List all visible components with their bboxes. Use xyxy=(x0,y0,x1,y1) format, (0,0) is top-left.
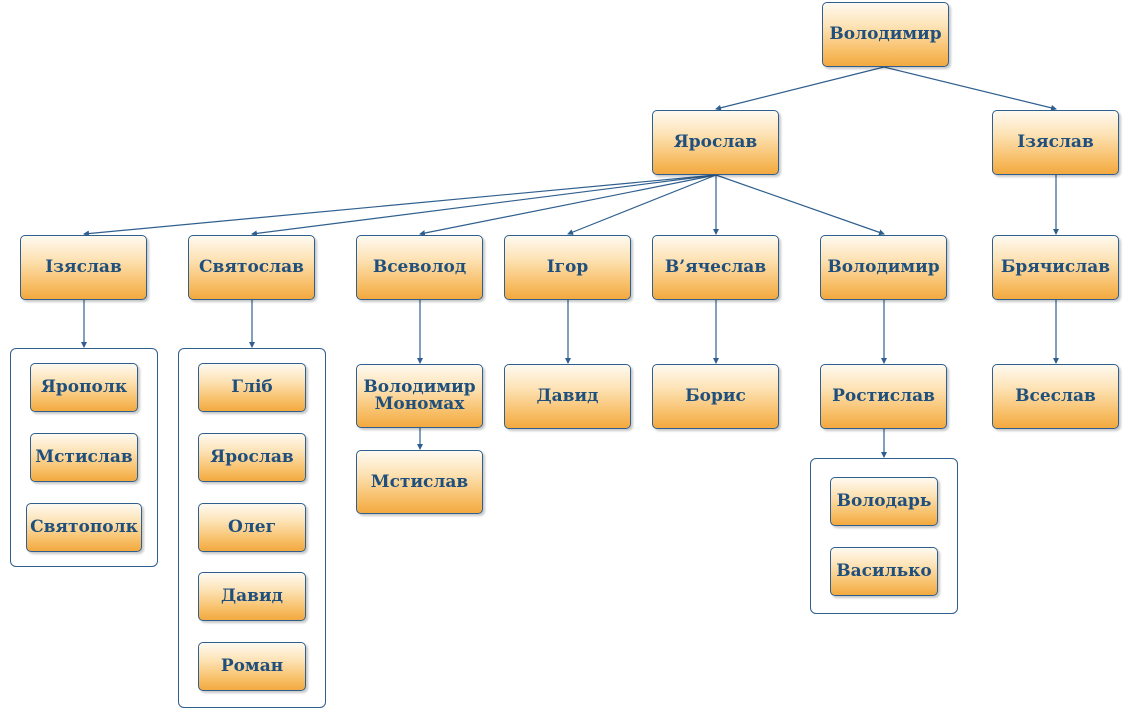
link-volodymyr-yaroslav xyxy=(715,66,885,111)
node-davyd-2: Давид xyxy=(504,364,631,429)
node-volodymyr: Володимир xyxy=(820,235,947,300)
link-yaroslav-igor xyxy=(567,174,717,235)
link-yaroslav-sviatoslav xyxy=(251,174,717,237)
node-volodymyr-monomakh: Володимир Мономах xyxy=(356,364,483,428)
node-igor: Ігор xyxy=(504,235,631,300)
node-mstyslav-2: Мстислав xyxy=(356,450,483,514)
node-roman: Роман xyxy=(198,642,306,691)
node-davyd-1: Давид xyxy=(198,572,306,621)
node-vasylko: Василько xyxy=(830,547,938,596)
node-sviatoslav: Святослав xyxy=(188,235,315,300)
node-vsevolod: Всеволод xyxy=(356,235,483,300)
node-iziaslav-top: Ізяслав xyxy=(992,110,1119,175)
node-borys: Борис xyxy=(652,364,779,429)
link-yaroslav-iziaslav xyxy=(83,174,717,237)
node-rostyslav: Ростислав xyxy=(820,364,947,429)
node-iziaslav: Ізяслав xyxy=(20,235,147,300)
node-volodymyr-root: Володимир xyxy=(822,2,949,67)
link-yaroslav-vsevolod xyxy=(419,174,717,236)
monomakh-line-1: Володимир xyxy=(363,377,476,397)
link-yaroslav-volodymyr xyxy=(715,174,885,236)
node-yaroslav: Ярослав xyxy=(652,110,779,175)
node-viacheslav: В’ячеслав xyxy=(652,235,779,300)
node-yaroslav-2: Ярослав xyxy=(198,433,306,482)
link-volodymyr-iziaslav xyxy=(883,66,1057,111)
node-glib: Гліб xyxy=(198,363,306,412)
node-mstyslav-1: Мстислав xyxy=(30,433,138,482)
node-vseslav: Всеслав xyxy=(992,364,1119,429)
node-volodar: Володарь xyxy=(830,477,938,526)
node-sviatopolk: Святополк xyxy=(26,503,142,552)
node-oleg: Олег xyxy=(198,503,306,552)
node-yaropolk: Ярополк xyxy=(30,363,138,412)
node-briachyslav: Брячислав xyxy=(992,235,1119,300)
monomakh-line-2: Мономах xyxy=(374,394,465,414)
